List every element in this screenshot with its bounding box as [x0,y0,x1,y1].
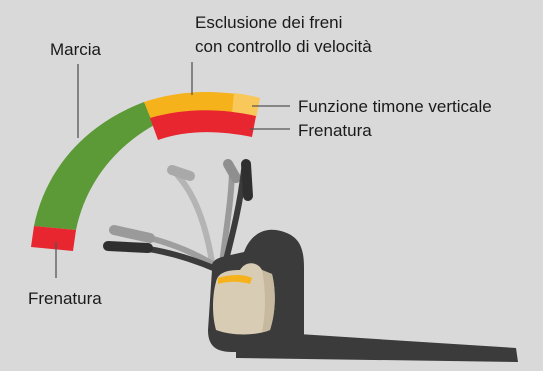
upper-braking-zone [150,110,256,140]
labels: Esclusione dei freni con controllo di ve… [28,13,492,308]
tiller-ghost-2 [219,159,241,267]
truck-forks [236,330,518,362]
tiller-zone-arc [31,92,260,251]
vertical-tiller-zone [232,93,260,118]
brake-override-label-line1: Esclusione dei freni [195,13,342,32]
vertical-tiller-label: Funzione timone verticale [298,97,492,116]
leader-lines [55,62,290,278]
marcia-label: Marcia [50,40,102,59]
braking-right-label: Frenatura [298,121,372,140]
tiller-ghost-3 [109,225,219,269]
pallet-truck-icon [208,229,518,362]
tiller-ghost-1 [167,165,215,265]
drive-zone [34,102,156,230]
braking-bottom-label: Frenatura [28,289,102,308]
brake-override-label-line2: con controllo di velocità [195,37,372,56]
tiller-handle-icon [103,159,253,273]
lower-braking-zone [31,226,76,251]
truck-accent [218,275,252,284]
tiller-main-low [103,241,221,273]
truck-cover-shade [262,270,275,332]
